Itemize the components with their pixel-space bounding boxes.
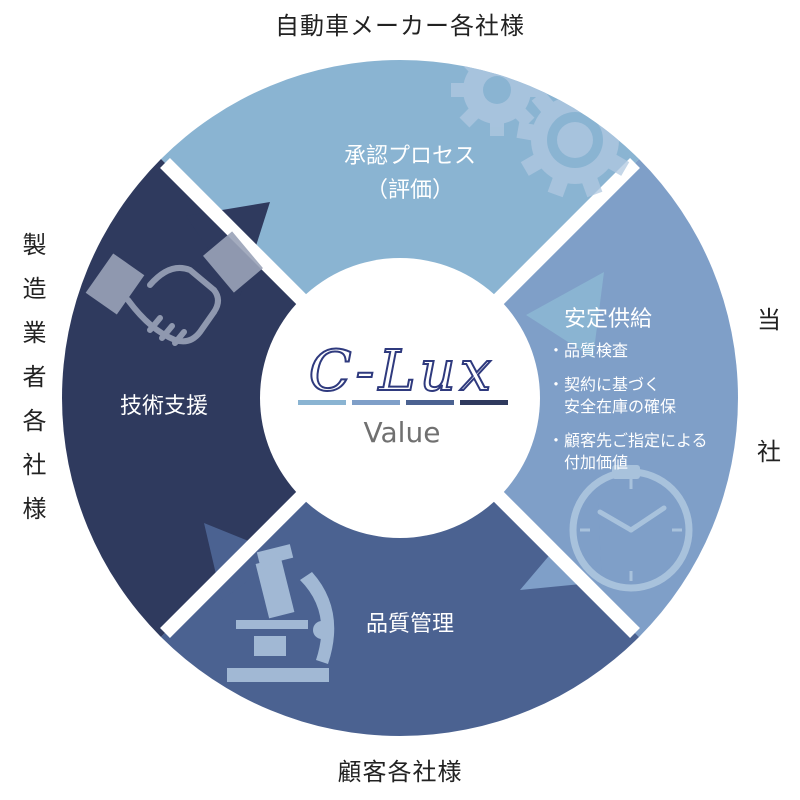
label-right-1: 当 bbox=[757, 306, 781, 334]
logo-text: C-Lux bbox=[309, 339, 496, 404]
support-title: 技術支援 bbox=[119, 394, 208, 419]
center-subtitle: Value bbox=[364, 416, 441, 449]
supply-bullets: ・品質検査 ・契約に基づく 安全在庫の確保 ・顧客先ご指定による 付加価値 bbox=[548, 340, 748, 474]
segment-approval bbox=[161, 60, 639, 399]
quality-title: 品質管理 bbox=[365, 612, 454, 637]
approval-title: 承認プロセス （評価） bbox=[290, 140, 530, 208]
arrow-supply-to-quality bbox=[520, 498, 602, 590]
arrow-approval-to-supply bbox=[526, 272, 604, 358]
microscope-icon bbox=[227, 544, 335, 682]
label-right-2: 社 bbox=[757, 438, 781, 466]
bullet-2-line-2: 安全在庫の確保 bbox=[548, 397, 677, 416]
approval-title-line2: （評価） bbox=[365, 178, 454, 203]
supply-title: 安定供給 bbox=[563, 307, 652, 332]
handshake-icon bbox=[85, 231, 263, 346]
segment-support bbox=[62, 159, 400, 637]
logo-underline bbox=[298, 400, 508, 405]
bullet-3-line-2: 付加価値 bbox=[548, 453, 629, 472]
label-left: 製造業者各社様 bbox=[18, 232, 46, 540]
bullet-1-line-1: ・品質検査 bbox=[548, 341, 629, 360]
label-top: 自動車メーカー各社様 bbox=[275, 12, 525, 40]
bullet-2-line-1: ・契約に基づく bbox=[548, 375, 661, 394]
bullet-3-line-1: ・顧客先ご指定による bbox=[548, 431, 708, 450]
approval-title-line1: 承認プロセス bbox=[343, 144, 476, 169]
center-circle bbox=[260, 258, 540, 538]
label-bottom: 顧客各社様 bbox=[337, 758, 463, 786]
clock-icon bbox=[569, 465, 693, 592]
